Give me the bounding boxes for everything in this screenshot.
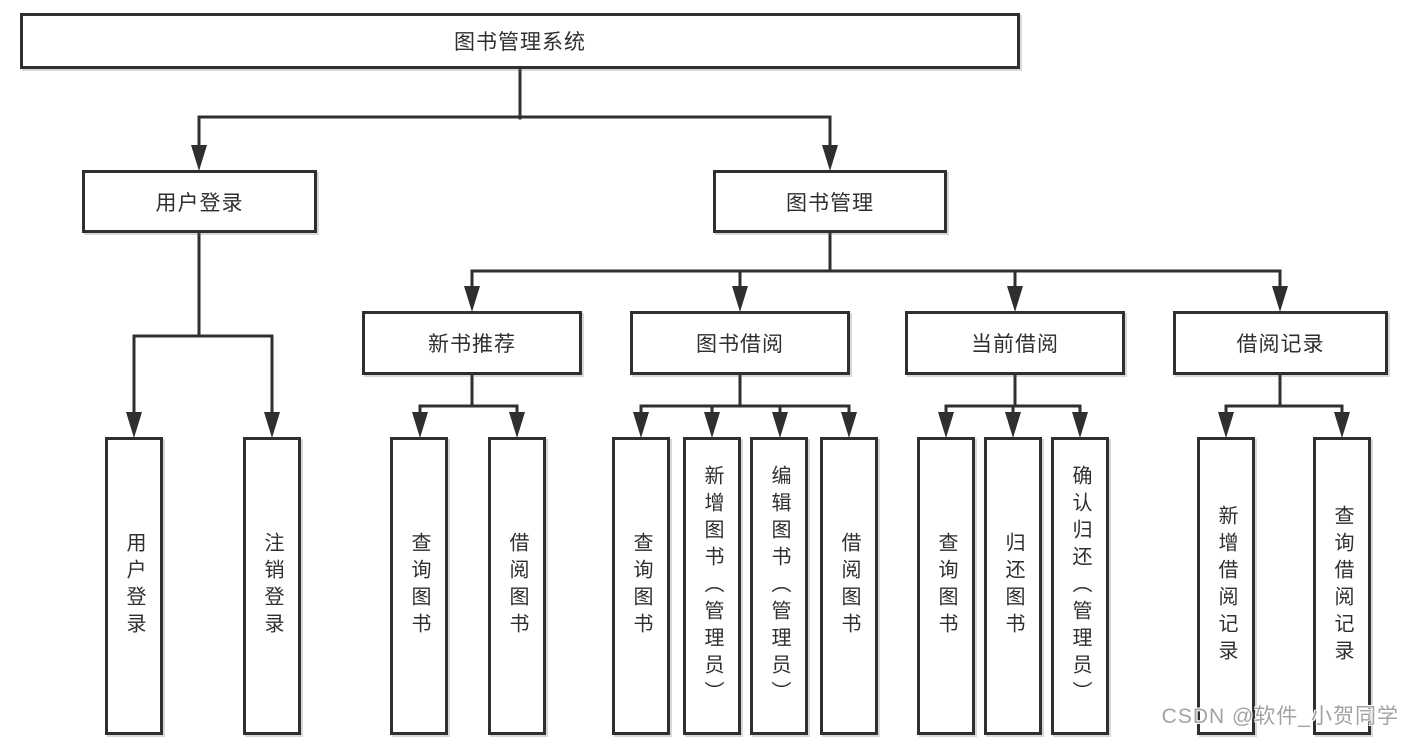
node-logout-action: 注销登录 [243,437,301,735]
node-edit-books-admin: 编辑图书（管理员） [750,437,808,735]
node-add-borrow-record: 新增借阅记录 [1197,437,1255,735]
node-book-borrowing: 图书借阅 [630,311,850,375]
node-new-book-recommendation: 新书推荐 [362,311,582,375]
connector-book-borrowing-children [633,373,857,438]
node-library-management-system: 图书管理系统 [20,13,1020,69]
connector-root-to-level1 [191,67,838,171]
node-query-books-borrowing: 查询图书 [612,437,670,735]
csdn-watermark: CSDN @软件_小贺同学 [1161,705,1399,728]
node-confirm-return-admin: 确认归还（管理员） [1051,437,1109,735]
connector-current-borrowing-children [938,373,1088,438]
connector-new-book-children [412,373,525,438]
node-user-login: 用户登录 [82,170,317,233]
node-borrow-books-recommend: 借阅图书 [488,437,546,735]
node-current-borrowing: 当前借阅 [905,311,1125,375]
node-query-books-current: 查询图书 [917,437,975,735]
node-borrow-books-borrowing: 借阅图书 [820,437,878,735]
connector-borrowing-records-children [1218,373,1350,438]
node-query-books-recommend: 查询图书 [390,437,448,735]
node-book-management: 图书管理 [713,170,947,233]
node-borrowing-records: 借阅记录 [1173,311,1388,375]
connector-book-management-level2 [464,231,1288,312]
node-add-books-admin: 新增图书（管理员） [683,437,741,735]
node-user-login-action: 用户登录 [105,437,163,735]
node-return-books: 归还图书 [984,437,1042,735]
connector-user-login-children [126,231,280,438]
node-query-borrow-record: 查询借阅记录 [1313,437,1371,735]
